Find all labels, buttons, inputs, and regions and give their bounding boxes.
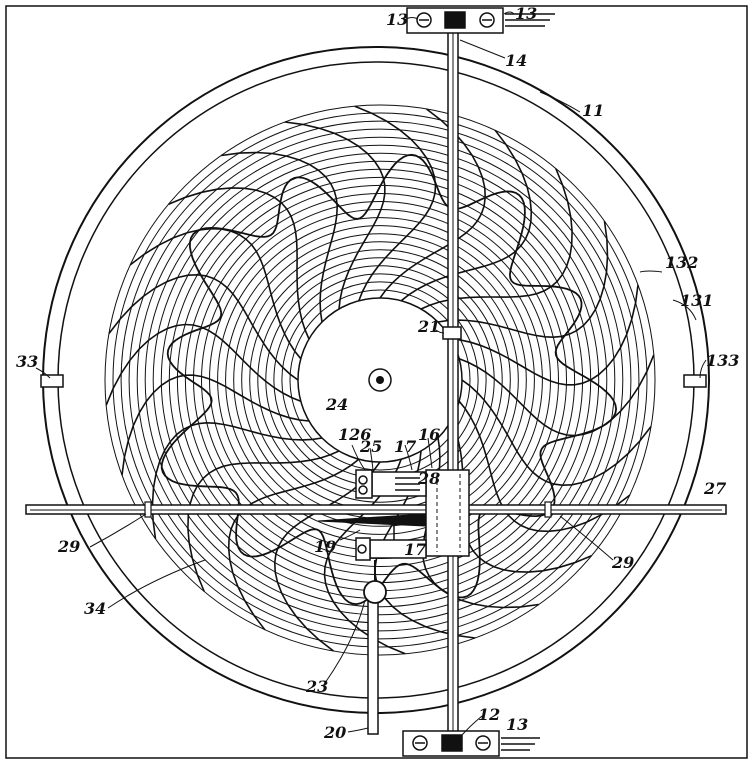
border-frame	[5, 5, 748, 759]
chart-arc	[273, 461, 381, 652]
reference-numerals: 13 13 14 11 132 131 21 33 133 24 126 25 …	[16, 4, 739, 742]
side-clip-33	[40, 374, 64, 388]
spindle-outer	[368, 368, 392, 392]
chart-arc	[227, 458, 360, 631]
bottom-bracket-12	[402, 730, 540, 757]
numeral-13-top-right: 13	[515, 4, 537, 23]
stylus-19	[317, 513, 426, 527]
chart-arc	[168, 187, 310, 340]
top-bracket-13	[406, 7, 555, 34]
chart-arc	[458, 354, 655, 437]
chart-ring	[104, 104, 656, 656]
chart-arc	[121, 374, 310, 476]
numeral-29-left: 29	[57, 537, 80, 556]
chart-ring	[112, 112, 648, 648]
numeral-126: 126	[338, 425, 371, 444]
numeral-29-right: 29	[611, 553, 634, 572]
chart-ring	[233, 233, 527, 527]
chart-arc	[461, 379, 652, 487]
chart-arc	[437, 221, 609, 339]
numeral-28: 28	[417, 469, 440, 488]
numeral-11: 11	[582, 101, 604, 120]
bar-stop-right	[544, 501, 552, 518]
numeral-25: 25	[359, 437, 382, 456]
recorded-trace-34	[160, 153, 618, 606]
numeral-12: 12	[478, 705, 500, 724]
chart-arc	[379, 108, 487, 299]
numeral-17-lower: 17	[404, 540, 426, 559]
chart-arc	[284, 121, 386, 310]
numeral-16: 16	[418, 425, 440, 444]
chart-ring	[120, 120, 640, 640]
chart-arc	[129, 227, 302, 360]
chart-ring	[128, 128, 632, 632]
chart-arc	[187, 450, 340, 592]
chart-arc	[105, 323, 302, 406]
chart-arc	[221, 151, 339, 323]
numeral-19: 19	[314, 537, 336, 556]
chart-ring	[193, 193, 567, 567]
numeral-13-bottom: 13	[506, 715, 528, 734]
side-clip-133	[683, 374, 707, 388]
chart-arc	[450, 284, 639, 386]
numeral-27: 27	[703, 479, 726, 498]
numeral-21: 21	[417, 317, 440, 336]
chart-ring	[144, 144, 616, 616]
numeral-132: 132	[665, 253, 698, 272]
numeral-13-top-left: 13	[386, 10, 408, 29]
chart-arc	[108, 273, 299, 381]
chart-arc	[354, 105, 437, 302]
chart-arc	[400, 129, 533, 302]
carriage-16	[425, 469, 470, 557]
chart-ring	[289, 289, 471, 471]
chart-arc	[450, 420, 592, 573]
knob-23	[363, 580, 387, 604]
numeral-24: 24	[325, 395, 348, 414]
clip-21	[442, 326, 462, 340]
chart-ring	[225, 225, 535, 535]
numeral-14: 14	[505, 51, 527, 70]
lever-20	[367, 595, 379, 735]
spindle-inner	[376, 376, 384, 384]
chart-ring	[257, 257, 503, 503]
chart-arc	[151, 421, 323, 539]
upper-pen-arm-17	[355, 469, 427, 499]
numeral-33: 33	[16, 352, 38, 371]
leader-lines	[35, 11, 707, 736]
numeral-17-upper: 17	[394, 437, 416, 456]
numeral-133: 133	[706, 351, 739, 370]
chart-ring	[152, 152, 608, 608]
numeral-23: 23	[305, 677, 328, 696]
lower-pen-arm-17	[355, 524, 427, 561]
numeral-131: 131	[680, 291, 713, 310]
chart-ring	[136, 136, 624, 624]
chart-arc	[420, 168, 573, 310]
numeral-34: 34	[84, 599, 106, 618]
bar-stop-left	[144, 501, 152, 518]
numeral-20: 20	[323, 723, 346, 742]
